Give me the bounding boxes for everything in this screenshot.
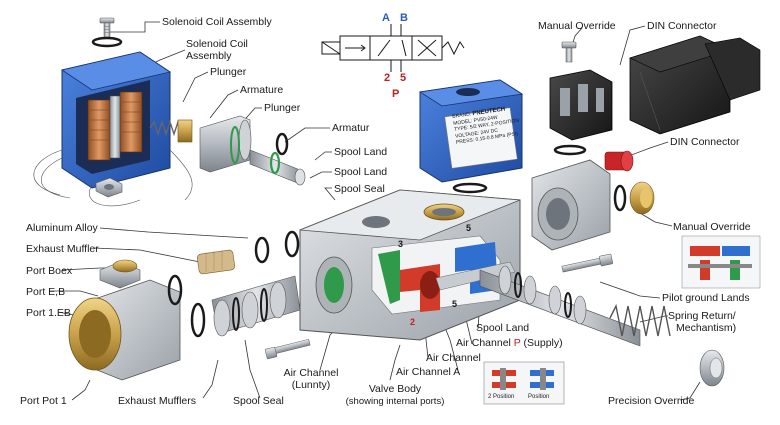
label-plunger-2: Plunger [264, 102, 301, 114]
override-o-ring [613, 184, 627, 212]
left-screw [264, 338, 311, 360]
armature-cylinder [199, 115, 252, 173]
label-exhaust-mufflers: Exhaust Mufflers [118, 395, 197, 407]
label-solenoid-coil-assembly-2-line2: Assembly [186, 50, 232, 62]
left-spool [211, 275, 301, 337]
label-armature-1: Armature [240, 84, 284, 96]
inset-label-position: Position [528, 394, 550, 400]
label-manual-override-2: Manual Override [673, 221, 751, 233]
exhaust-muffler-brass [197, 249, 235, 275]
red-override-button [604, 150, 634, 172]
left-o-ring-1 [254, 236, 270, 264]
label-pilot-ground-lands: Pilot ground Lands [662, 292, 750, 304]
label-spring-return-line2: Mechantism) [676, 322, 737, 334]
body-port-2: 2 [410, 317, 416, 327]
port-fitting-left [68, 259, 183, 381]
label-aluminum-alloy: Aluminum Alloy [26, 222, 98, 234]
din-o-ring [553, 144, 587, 156]
label-air-channel-p-suffix: (Supply) [520, 337, 563, 349]
inset-label-2-position: 2 Position [488, 394, 515, 400]
label-valve-body-line2: (showing internal ports) [345, 396, 445, 407]
left-o-ring-2 [284, 230, 300, 258]
plunger-rod [249, 149, 306, 186]
label-air-channel-lunnty-line1: Air Channel [283, 367, 339, 379]
label-exhaust-muffler: Exhaust Muffler [26, 243, 99, 255]
small-screw-right [561, 253, 613, 273]
hex-nut [95, 177, 123, 198]
symbol-port-b: B [400, 12, 408, 24]
label-air-channel-p-prefix: Air Channel [456, 337, 514, 349]
symbol-port-2: 2 [384, 72, 391, 84]
label-port-boex: Port Boex [26, 265, 73, 277]
spool-assembly [479, 265, 641, 347]
coil-bottom-o-ring [452, 182, 488, 194]
label-armatur: Armatur [332, 122, 370, 134]
return-spring [609, 303, 671, 337]
armature-o-ring [275, 132, 289, 156]
left-o-ring-3 [190, 302, 206, 338]
label-spool-seal-2: Spool Seal [233, 395, 284, 407]
din-connector-insert [549, 69, 613, 141]
label-port-e-b: Port E,B [26, 286, 66, 298]
top-screw [99, 17, 115, 38]
label-air-channel-p: Air Channel P (Supply) [456, 337, 563, 349]
precision-override-knob [699, 349, 725, 387]
label-precision-override: Precision Override [608, 395, 695, 407]
body-port-5-bottom: 5 [452, 299, 458, 309]
bottom-position-inset [483, 361, 565, 405]
coil-wires [33, 149, 193, 207]
manual-override-screw [561, 41, 577, 63]
symbol-port-p: P [392, 88, 400, 100]
label-din-connector-1: DIN Connector [647, 20, 717, 32]
label-port-1-eb: Port 1.EB [26, 307, 71, 319]
body-port-3: 3 [398, 239, 404, 249]
label-air-channel-lunnty-line2: (Lunnty) [291, 379, 331, 391]
label-air-channel-2: Air Channel [426, 352, 481, 364]
label-solenoid-coil-assembly: Solenoid Coil Assembly [162, 16, 272, 28]
valve-body [299, 189, 521, 341]
label-air-channel-a: Air Channel A [396, 366, 461, 378]
right-fitting [531, 159, 611, 251]
label-valve-body-line1: Valve Body [368, 383, 422, 395]
body-port-5-top: 5 [466, 223, 472, 233]
inset-spool-diagram [681, 235, 761, 289]
label-port-pot-1: Port Pot 1 [20, 395, 67, 407]
valve-symbol [321, 24, 465, 72]
plunger-green-seal [269, 151, 281, 175]
din-connector-housing [629, 35, 761, 135]
label-spool-seal-1: Spool Seal [334, 183, 385, 195]
label-din-connector-2: DIN Connector [670, 136, 740, 148]
label-spool-land-1: Spool Land [334, 146, 388, 158]
label-plunger-1: Plunger [210, 66, 247, 78]
label-manual-override-1: Manual Override [538, 20, 616, 32]
plunger-spring [149, 119, 183, 137]
symbol-port-a: A [382, 12, 390, 24]
label-air-channel-p-letter: P [513, 337, 521, 349]
label-solenoid-coil-assembly-2-line1: Solenoid Coil [186, 38, 248, 50]
label-spring-return-line1: Spring Return/ [668, 310, 736, 322]
label-spool-land-3: Spool Land [476, 322, 530, 334]
plunger-brass-block [177, 119, 193, 143]
solenoid-coil-cutaway [61, 51, 171, 189]
label-spool-land-2: Spool Land [334, 166, 388, 178]
blue-coil [418, 79, 524, 183]
symbol-port-5: 5 [400, 72, 407, 84]
top-o-ring [91, 36, 123, 48]
brass-knob [629, 181, 655, 215]
